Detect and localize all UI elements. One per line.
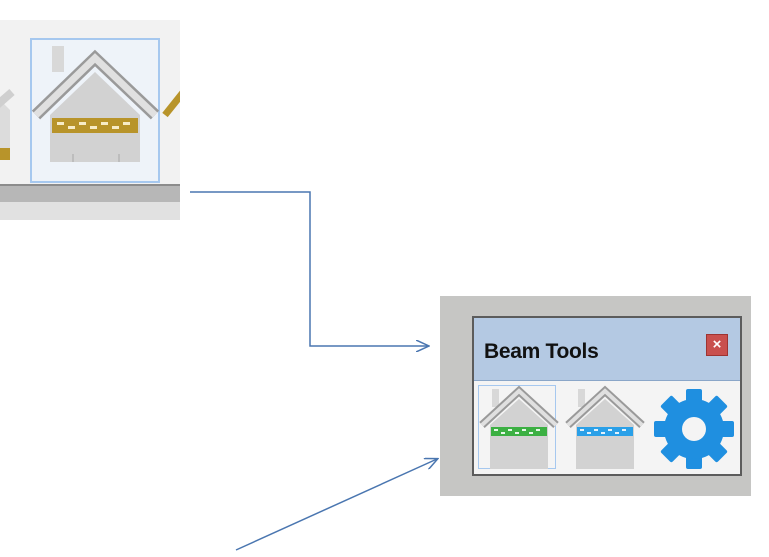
toolbar-canvas <box>0 88 15 160</box>
cropped-toolbar <box>0 20 180 220</box>
house-beam-blue-button[interactable] <box>564 383 650 473</box>
close-button[interactable]: × <box>706 334 728 356</box>
partial-beam-right <box>162 90 180 118</box>
window-title: Beam Tools <box>484 340 599 363</box>
house-beam-icon <box>479 385 559 469</box>
elbow-connector-arrow <box>190 191 428 346</box>
tool-buttons-row <box>474 381 740 474</box>
house-beam-gold-icon[interactable] <box>0 20 180 220</box>
partial-house-icon-left <box>0 88 15 160</box>
title-bar[interactable]: Beam Tools × <box>474 318 740 381</box>
settings-button[interactable] <box>654 383 738 473</box>
gear-icon <box>654 389 734 469</box>
diagonal-arrow <box>235 459 437 551</box>
beam-tools-window: Beam Tools × <box>472 316 742 476</box>
house-beam-icon <box>565 385 645 469</box>
beam-tools-panel: Beam Tools × <box>440 296 751 496</box>
house-beam-green-button[interactable] <box>478 383 564 473</box>
